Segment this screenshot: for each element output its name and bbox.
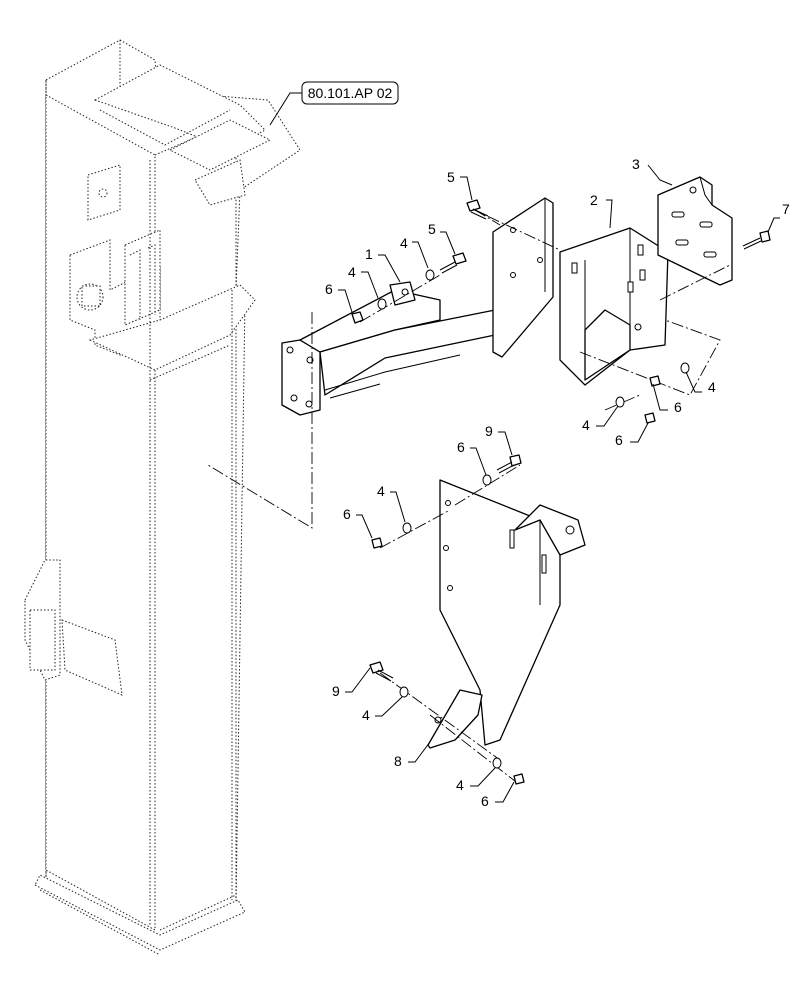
bolt-5-second <box>439 252 467 274</box>
callout-5-top: 5 <box>447 169 455 185</box>
part-1-vertical-plate <box>492 197 554 358</box>
callout-4-d: 4 <box>582 417 590 433</box>
callout-4-e: 4 <box>377 483 385 499</box>
callout-6-a: 6 <box>325 281 333 297</box>
callout-2: 2 <box>590 192 598 208</box>
callout-9-b: 9 <box>332 683 340 699</box>
callout-4-a: 4 <box>400 235 408 251</box>
column-housing-phantom <box>24 39 301 956</box>
callout-6-b: 6 <box>674 399 682 415</box>
part-2-u-bracket <box>559 227 669 386</box>
callout-6-e: 6 <box>343 506 351 522</box>
callout-6-f: 6 <box>481 793 489 809</box>
callout-4-f: 4 <box>362 707 370 723</box>
callout-4-g: 4 <box>456 777 464 793</box>
callout-3: 3 <box>632 156 640 172</box>
callout-4-c: 4 <box>708 379 716 395</box>
callout-8: 8 <box>394 753 402 769</box>
part-1-arm-bracket <box>281 281 496 416</box>
callout-leaders <box>338 164 780 803</box>
callout-6-d: 6 <box>457 439 465 455</box>
reference-callout-text: 80.101.AP 02 <box>308 85 393 101</box>
part-3-slotted-plate <box>657 176 733 286</box>
callout-labels: 5 3 2 7 4 5 1 4 6 4 6 4 6 6 9 4 6 9 4 8 … <box>325 156 790 809</box>
callout-4-b: 4 <box>348 264 356 280</box>
hardware <box>351 199 771 785</box>
callout-7: 7 <box>782 201 790 217</box>
callout-1: 1 <box>365 246 373 262</box>
callout-9-a: 9 <box>485 423 493 439</box>
center-lines <box>207 207 731 786</box>
callout-6-c: 6 <box>615 432 623 448</box>
part-8-large-plate <box>427 479 586 749</box>
callout-5-b: 5 <box>428 221 436 237</box>
bolt-5-top <box>466 199 489 220</box>
reference-callout-80-101-ap-02[interactable]: 80.101.AP 02 <box>269 81 399 126</box>
bolt-7 <box>742 230 771 250</box>
